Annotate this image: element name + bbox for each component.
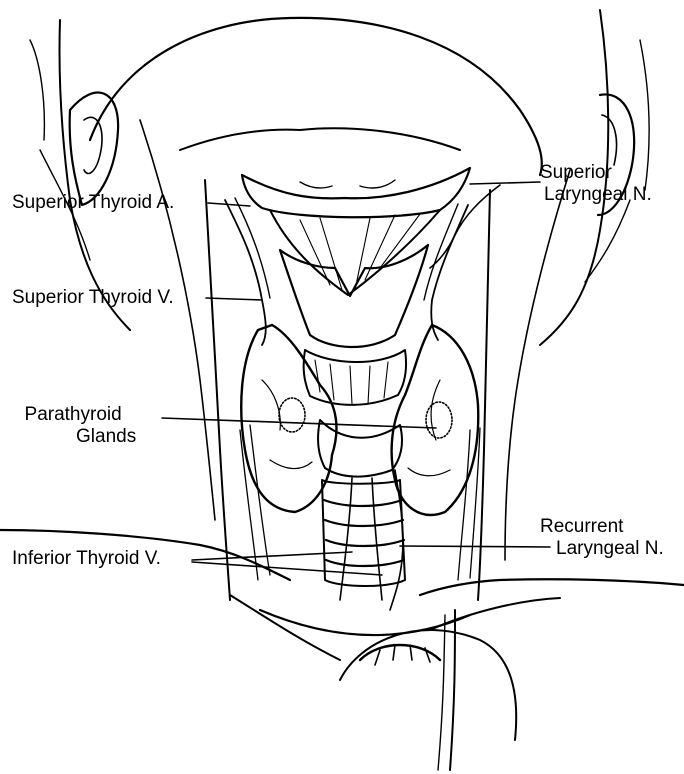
sternocleidomastoid-right [505,170,570,560]
parathyroid-left [279,398,305,432]
inferior-thyroid-vein-left [340,478,352,600]
inferior-thyroid-vein-right [372,478,382,600]
hyoid-bone [242,168,470,217]
left-clavicle [230,595,340,660]
label-text: Superior Thyroid A. [12,192,174,214]
parathyroid-right [426,402,452,438]
label-line-1: Recurrent [540,516,664,538]
cricoid-cartilage [304,350,406,405]
left-ear-inner [84,117,102,173]
sternum-curve [260,610,470,635]
label-inferior-thyroid-vein: Inferior Thyroid V. [12,548,161,570]
leader-inferior-thyroid-vein-1 [192,552,352,560]
leader-superior-laryngeal [470,182,540,184]
right-shoulder [420,579,684,595]
chest-arc [340,630,516,740]
leader-superior-thyroid-vein [206,298,262,300]
label-line-1: Parathyroid [10,404,136,426]
jaw-outline [90,18,542,175]
label-recurrent-laryngeal-nerve: Recurrent Laryngeal N. [540,516,664,560]
leader-inferior-thyroid-vein-2 [192,562,382,575]
label-superior-laryngeal-nerve: Superior Laryngeal N. [540,162,652,206]
neck-right [478,190,490,600]
right-clavicle [430,598,560,630]
label-text: Inferior Thyroid V. [12,548,161,570]
left-ear [70,93,118,205]
label-superior-thyroid-vein: Superior Thyroid V. [12,287,174,309]
thyrohyoid-membrane [270,210,440,295]
label-line-1: Superior [540,162,652,184]
sternocleidomastoid-left [140,120,215,520]
label-line-2: Glands [10,426,136,448]
vessel-descending [450,610,455,770]
leader-superior-thyroid-artery [208,203,250,206]
label-text: Superior Thyroid V. [12,287,174,309]
thyroid-cartilage [280,245,428,347]
label-superior-thyroid-artery: Superior Thyroid A. [12,192,174,214]
label-line-2: Laryngeal N. [544,184,652,206]
left-face [59,20,130,330]
leader-recurrent-laryngeal [400,546,550,547]
neck-left [205,180,230,600]
label-parathyroid-glands: Parathyroid Glands [10,404,136,448]
label-line-2: Laryngeal N. [556,538,664,560]
trachea [322,480,405,586]
chin-outline [180,128,460,150]
